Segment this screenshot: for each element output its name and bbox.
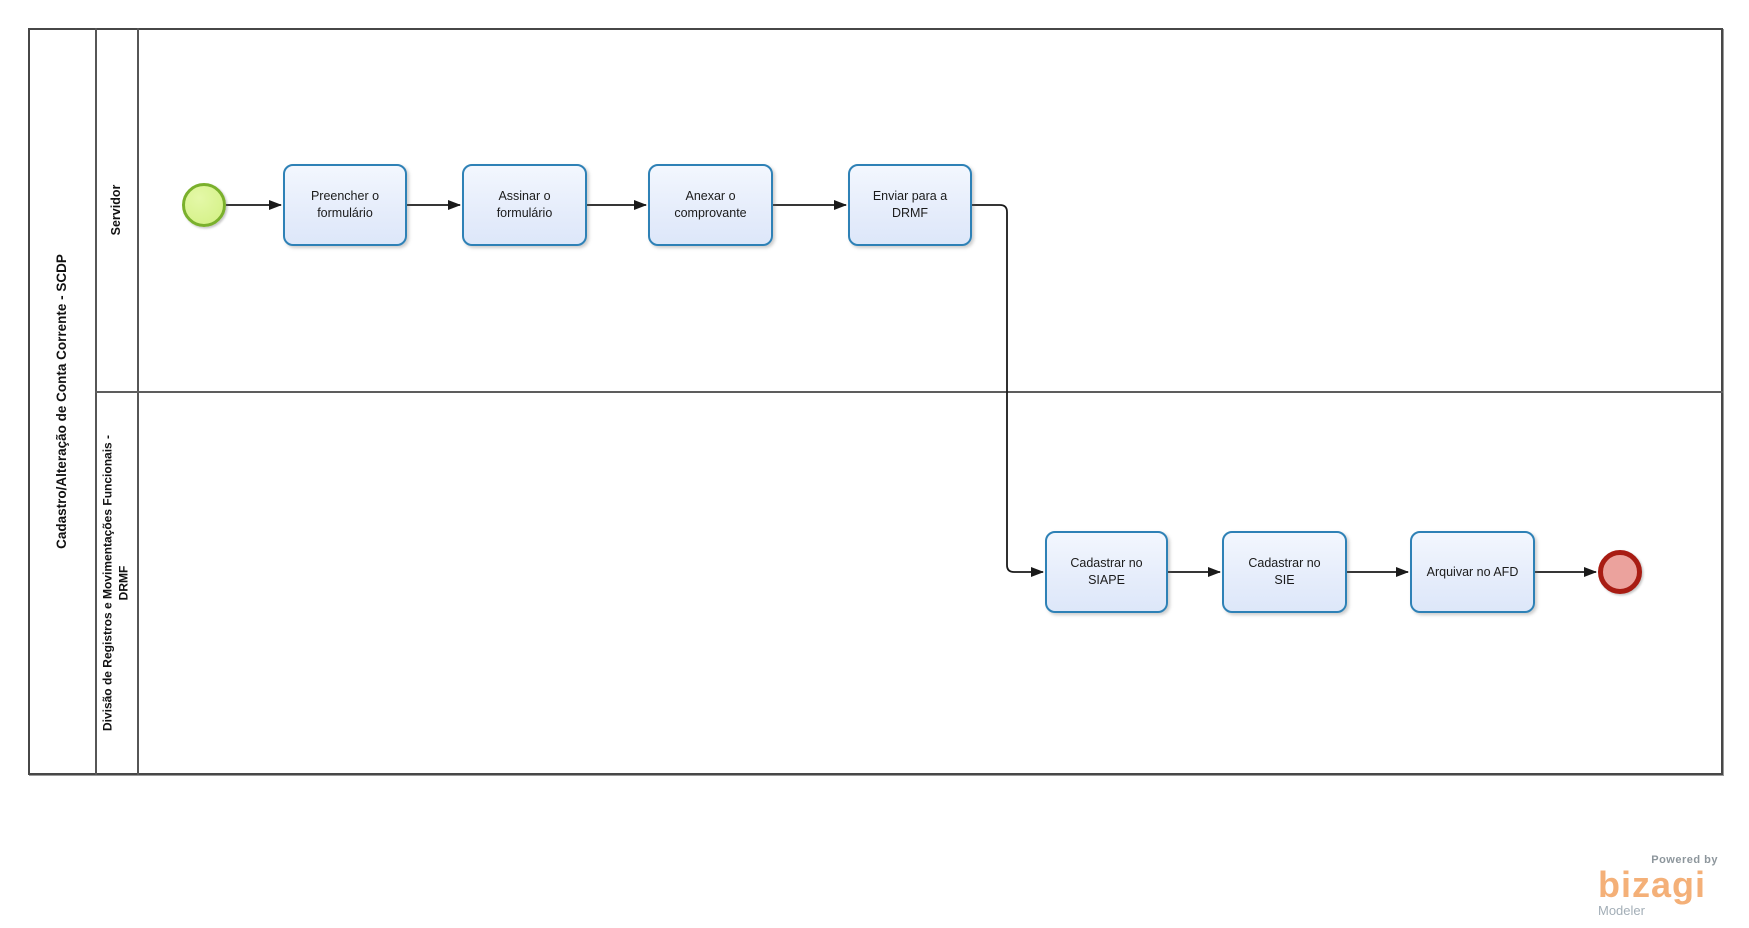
task-assinar-o-formulario[interactable]: Assinar o formulário bbox=[462, 164, 587, 246]
start-event[interactable] bbox=[182, 183, 226, 227]
task-anexar-o-comprovante[interactable]: Anexar o comprovante bbox=[648, 164, 773, 246]
task-cadastrar-no-sie[interactable]: Cadastrar no SIE bbox=[1222, 531, 1347, 613]
task-label: Anexar o comprovante bbox=[674, 189, 747, 220]
task-label: Preencher o formulário bbox=[310, 189, 380, 220]
powered-by-text: Powered by bbox=[1651, 854, 1718, 866]
lane-label-separator bbox=[137, 28, 139, 775]
pool-border bbox=[28, 28, 1723, 775]
task-arquivar-no-afd[interactable]: Arquivar no AFD bbox=[1410, 531, 1535, 613]
task-label: Arquivar no AFD bbox=[1426, 564, 1519, 579]
task-enviar-para-a-drmf[interactable]: Enviar para a DRMF bbox=[848, 164, 972, 246]
bizagi-logo: bizagi bbox=[1598, 864, 1707, 905]
bizagi-modeler-text: Modeler bbox=[1598, 903, 1645, 918]
end-event[interactable] bbox=[1598, 550, 1642, 594]
task-label: Cadastrar no SIAPE bbox=[1070, 556, 1143, 587]
task-preencher-o-formulario[interactable]: Preencher o formulário bbox=[283, 164, 407, 246]
task-label: Assinar o formulário bbox=[496, 189, 553, 220]
bizagi-branding: Powered by bizagi Modeler bbox=[1598, 854, 1720, 918]
pool-title-separator bbox=[95, 28, 97, 775]
task-label: Cadastrar no SIE bbox=[1248, 556, 1321, 587]
task-cadastrar-no-siape[interactable]: Cadastrar no SIAPE bbox=[1045, 531, 1168, 613]
task-label: Enviar para a DRMF bbox=[872, 189, 948, 220]
lane-divider bbox=[95, 391, 1723, 393]
